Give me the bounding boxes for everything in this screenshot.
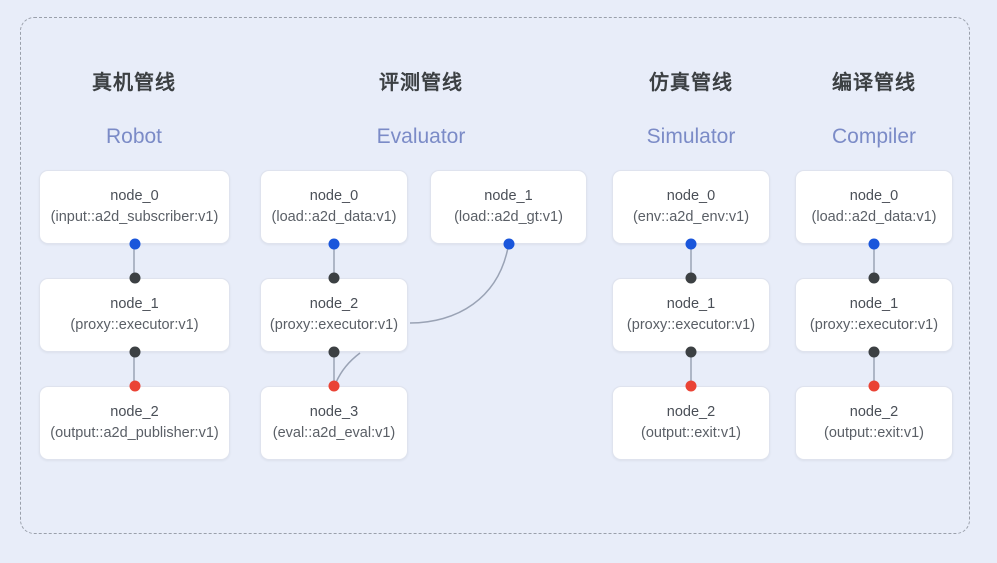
node-card-comp-n0[interactable]: node_0(load::a2d_data:v1) xyxy=(795,170,953,244)
port-in-robot-n1[interactable] xyxy=(129,272,140,284)
edge-e-eval-1-2[interactable] xyxy=(409,241,510,324)
node-spec: (load::a2d_data:v1) xyxy=(271,209,397,225)
node-spec: (input::a2d_subscriber:v1) xyxy=(50,209,219,225)
port-in-eval-n3[interactable] xyxy=(328,380,340,392)
node-spec: (proxy::executor:v1) xyxy=(70,317,199,333)
node-name: node_1 xyxy=(484,187,533,204)
node-card-eval-n3[interactable]: node_3(eval::a2d_eval:v1) xyxy=(260,386,408,460)
port-in-sim-n1[interactable] xyxy=(685,272,697,284)
node-name: node_2 xyxy=(309,295,359,312)
port-in-comp-n2[interactable] xyxy=(868,380,880,392)
node-card-eval-n2[interactable]: node_2(proxy::executor:v1) xyxy=(260,278,408,352)
port-out-robot-n1[interactable] xyxy=(129,346,140,358)
node-name: node_1 xyxy=(110,295,159,312)
node-card-comp-n1[interactable]: node_1(proxy::executor:v1) xyxy=(795,278,953,352)
node-card-sim-n0[interactable]: node_0(env::a2d_env:v1) xyxy=(612,170,770,244)
port-in-robot-n2[interactable] xyxy=(129,380,140,392)
node-name: node_2 xyxy=(849,403,899,420)
node-name: node_3 xyxy=(309,403,359,420)
column-title-en-simulator: Simulator xyxy=(646,125,736,148)
port-in-sim-n2[interactable] xyxy=(685,380,697,392)
node-card-robot-n0[interactable]: node_0(input::a2d_subscriber:v1) xyxy=(39,170,230,244)
port-out-sim-n1[interactable] xyxy=(685,346,697,358)
node-spec: (proxy::executor:v1) xyxy=(626,317,756,333)
port-in-comp-n1[interactable] xyxy=(868,272,880,284)
node-name: node_2 xyxy=(666,403,716,420)
node-name: node_0 xyxy=(309,187,359,204)
port-out-robot-n0[interactable] xyxy=(129,238,140,250)
port-in-eval-n2[interactable] xyxy=(328,272,340,284)
edge-e-eval-2-3b[interactable] xyxy=(334,352,361,386)
node-spec: (proxy::executor:v1) xyxy=(269,317,399,333)
node-spec: (proxy::executor:v1) xyxy=(809,317,939,333)
node-name: node_1 xyxy=(666,295,716,312)
node-spec: (load::a2d_data:v1) xyxy=(811,209,937,225)
port-out-eval-n0[interactable] xyxy=(328,238,340,250)
node-card-robot-n2[interactable]: node_2(output::a2d_publisher:v1) xyxy=(39,386,230,460)
node-spec: (output::exit:v1) xyxy=(824,425,924,441)
port-out-eval-n1[interactable] xyxy=(503,238,514,250)
column-title-en-compiler: Compiler xyxy=(831,125,917,148)
node-name: node_0 xyxy=(666,187,716,204)
port-out-comp-n0[interactable] xyxy=(868,238,880,250)
port-out-eval-n2[interactable] xyxy=(328,346,340,358)
node-name: node_0 xyxy=(110,187,159,204)
column-title-cn-compiler: 编译管线 xyxy=(832,72,916,94)
node-spec: (eval::a2d_eval:v1) xyxy=(272,425,396,441)
node-card-sim-n2[interactable]: node_2(output::exit:v1) xyxy=(612,386,770,460)
node-spec: (output::a2d_publisher:v1) xyxy=(50,425,219,441)
port-out-sim-n0[interactable] xyxy=(685,238,697,250)
column-title-en-robot: Robot xyxy=(105,125,163,148)
column-title-cn-robot: 真机管线 xyxy=(92,72,176,94)
node-name: node_2 xyxy=(110,403,159,420)
node-spec: (env::a2d_env:v1) xyxy=(632,209,750,225)
node-card-comp-n2[interactable]: node_2(output::exit:v1) xyxy=(795,386,953,460)
node-spec: (load::a2d_gt:v1) xyxy=(454,209,563,225)
node-name: node_1 xyxy=(849,295,899,312)
column-title-en-evaluator: Evaluator xyxy=(376,125,466,148)
node-card-eval-n0[interactable]: node_0(load::a2d_data:v1) xyxy=(260,170,408,244)
column-title-cn-evaluator: 评测管线 xyxy=(379,72,463,94)
port-out-comp-n1[interactable] xyxy=(868,346,880,358)
node-card-eval-n1[interactable]: node_1(load::a2d_gt:v1) xyxy=(430,170,587,244)
column-title-cn-simulator: 仿真管线 xyxy=(649,72,733,94)
node-name: node_0 xyxy=(849,187,899,204)
node-card-robot-n1[interactable]: node_1(proxy::executor:v1) xyxy=(39,278,230,352)
node-card-sim-n1[interactable]: node_1(proxy::executor:v1) xyxy=(612,278,770,352)
node-spec: (output::exit:v1) xyxy=(641,425,741,441)
